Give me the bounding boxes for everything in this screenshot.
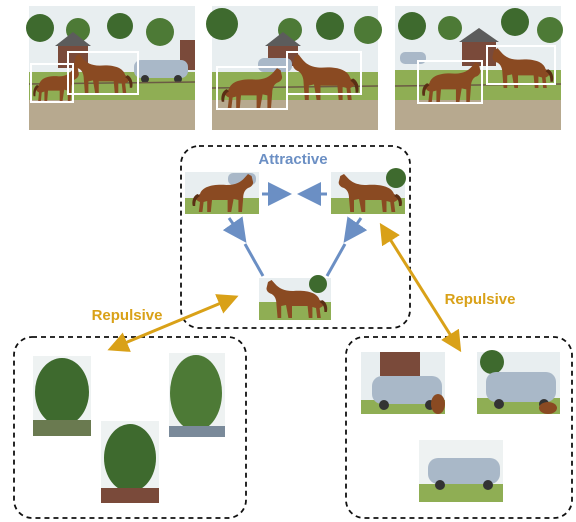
crop-horse-1 (185, 172, 259, 214)
crop-car-2 (477, 350, 560, 414)
crop-horse-2 (331, 168, 406, 214)
arrow-icon (222, 216, 247, 243)
arrow-icon (243, 243, 265, 277)
crop-car-1 (361, 352, 445, 414)
photo-top-2 (206, 6, 382, 130)
photo-top-3 (394, 6, 563, 130)
arrow-icon (325, 243, 347, 277)
crop-tree-2 (169, 353, 225, 437)
photo-top-1 (26, 6, 196, 130)
attractive-label: Attractive (258, 151, 327, 168)
arrow-icon (343, 216, 368, 243)
crop-car-3 (419, 440, 503, 502)
repulsive-label-left: Repulsive (92, 307, 163, 324)
double-arrow-icon (107, 294, 239, 352)
crop-tree-1 (33, 356, 91, 436)
cluster-box-trees (13, 336, 247, 519)
repulsive-label-right: Repulsive (445, 291, 516, 308)
double-arrow-icon (379, 222, 462, 353)
crop-horse-3 (259, 275, 331, 320)
attractive-arrows (222, 182, 368, 277)
crop-tree-3 (101, 421, 159, 503)
